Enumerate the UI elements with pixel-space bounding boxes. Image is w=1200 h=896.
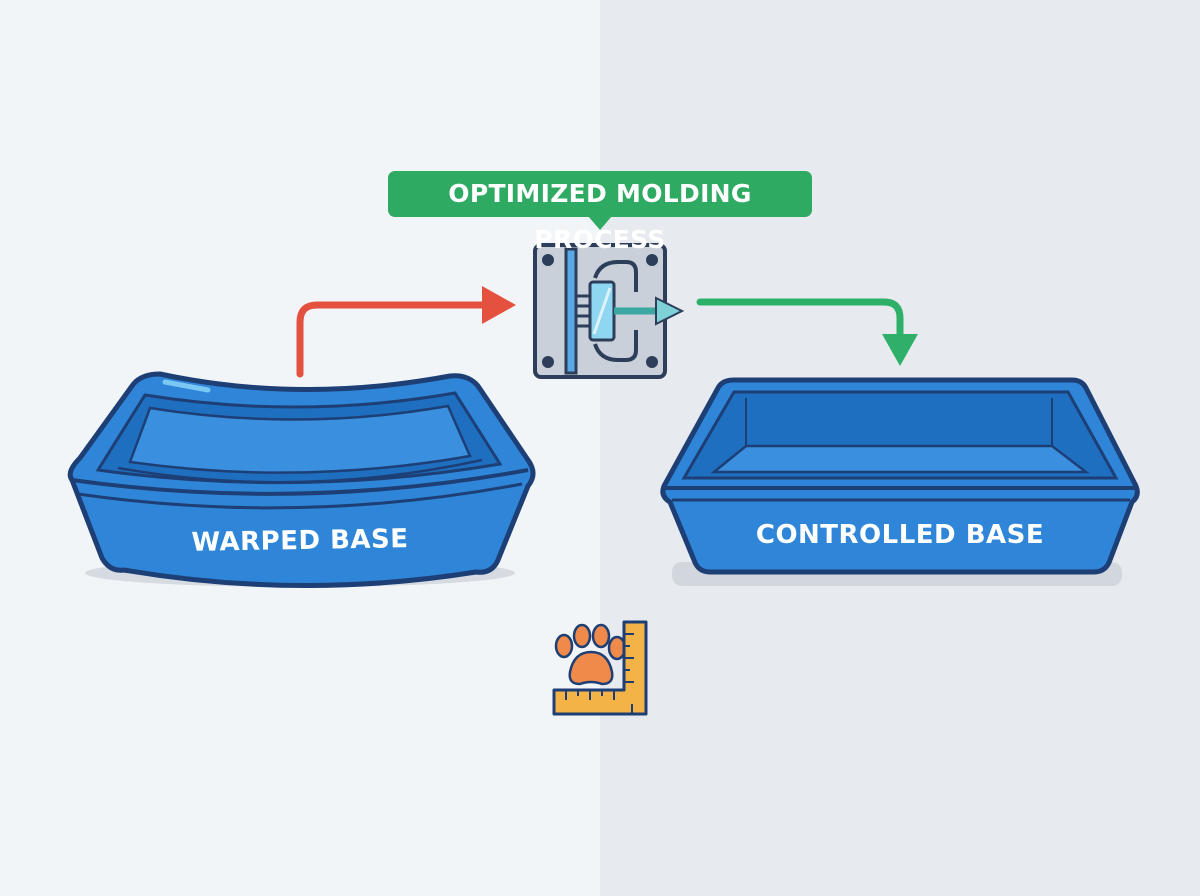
paw-icon: [554, 623, 627, 686]
input-arrow: [296, 286, 516, 378]
ruler-square-icon: [552, 620, 648, 716]
process-callout-label: OPTIMIZED MOLDING PROCESS: [448, 179, 752, 254]
warped-base-label: WARPED BASE: [191, 524, 409, 558]
output-arrow: [696, 298, 918, 366]
warped-tray: [67, 371, 536, 589]
controlled-base-label: CONTROLLED BASE: [755, 520, 1045, 550]
process-callout: [388, 171, 812, 230]
controlled-tray: [660, 377, 1140, 586]
injection-mold-icon: [533, 243, 685, 379]
